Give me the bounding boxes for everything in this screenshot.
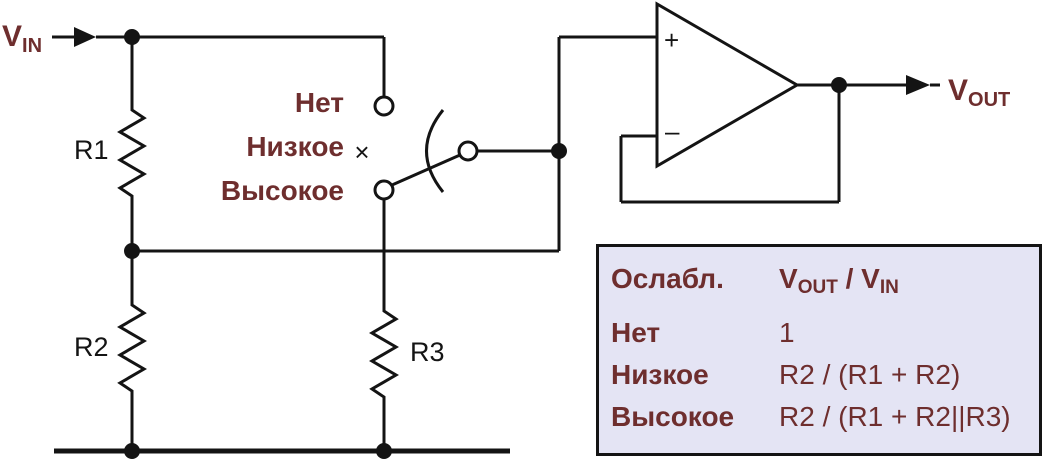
r1-label: R1 bbox=[74, 135, 109, 165]
header-ratio: VOUT / VIN bbox=[779, 263, 899, 298]
vin-label: VIN bbox=[2, 20, 42, 57]
header-attenuation: Ослабл. bbox=[611, 263, 724, 294]
attenuation-table: Ослабл. VOUT / VIN Нет 1 Низкое R2 / (R1… bbox=[596, 244, 1042, 456]
row-formula: 1 bbox=[779, 317, 795, 348]
row-mode: Нет bbox=[611, 317, 661, 348]
junction-input bbox=[124, 29, 140, 45]
junction-ground-r2 bbox=[124, 443, 140, 459]
junction-divider bbox=[124, 243, 140, 259]
r2-label: R2 bbox=[74, 332, 109, 362]
vout-label: VOUT bbox=[948, 74, 1010, 111]
switch-rotary-arc bbox=[425, 109, 445, 193]
switch-label-low: Низкое bbox=[246, 131, 344, 162]
row-mode: Низкое bbox=[611, 359, 709, 390]
vout-arrow-head bbox=[906, 75, 930, 95]
switch-label-high: Высокое bbox=[221, 175, 344, 206]
row-formula: R2 / (R1 + R2||R3) bbox=[779, 401, 1011, 432]
r3-label: R3 bbox=[410, 337, 445, 367]
opamp-plus-label: + bbox=[664, 25, 679, 55]
switch-label-none: Нет bbox=[295, 87, 344, 118]
junction-ground-r3 bbox=[376, 443, 392, 459]
row-formula: R2 / (R1 + R2) bbox=[779, 359, 961, 390]
resistor-r3 bbox=[369, 303, 399, 405]
resistor-r2 bbox=[117, 297, 147, 399]
junction-switch-output bbox=[551, 143, 567, 159]
resistor-r1 bbox=[117, 102, 147, 204]
vin-arrow-head bbox=[74, 27, 96, 47]
opamp-minus-label: – bbox=[665, 116, 680, 146]
junction-output bbox=[831, 77, 847, 93]
switch-contact-none[interactable] bbox=[373, 95, 395, 117]
switch-low-unconnected-mark: × bbox=[354, 137, 369, 167]
opamp-triangle bbox=[655, 1, 800, 169]
switch-common-contact[interactable] bbox=[457, 140, 479, 162]
row-mode: Высокое bbox=[611, 401, 735, 432]
switch-contact-high[interactable] bbox=[373, 179, 395, 201]
switch-lever[interactable] bbox=[391, 153, 461, 187]
